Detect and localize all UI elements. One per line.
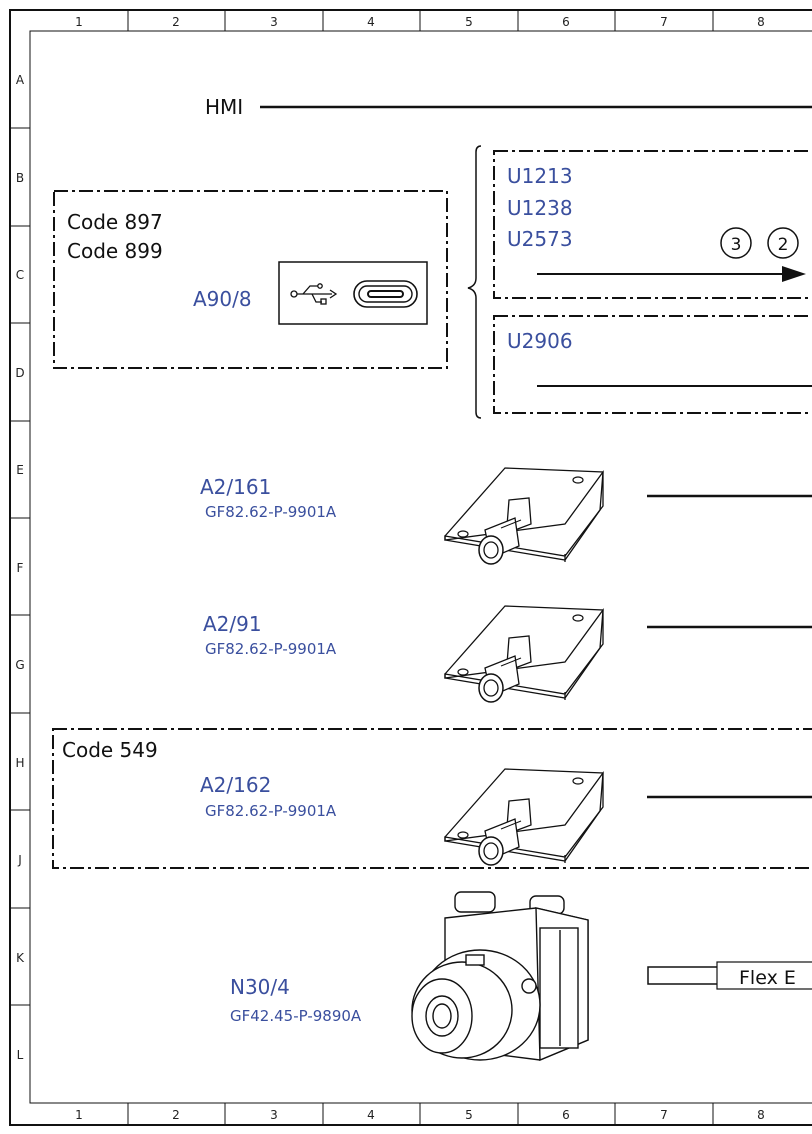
- row-label: A: [16, 73, 25, 87]
- col-label-bottom: 7: [660, 1108, 668, 1122]
- code-label: Code 549: [62, 738, 158, 762]
- drawing-frame: 1 2 3 4 5 6 7 8 1 2 3 4 5 6 7 8 A B C D …: [9, 9, 812, 1126]
- col-label-top: 1: [75, 15, 83, 29]
- row-label: K: [16, 951, 25, 965]
- component-id: A2/161: [200, 475, 271, 499]
- svg-text:3: 3: [731, 235, 742, 255]
- code-549-box: [52, 728, 812, 869]
- code-label: Code 899: [67, 239, 163, 263]
- component-id: A90/8: [193, 287, 252, 311]
- usb-c-port-icon: [353, 280, 418, 308]
- unit-label: U1213: [507, 164, 573, 188]
- arrow-head-icon: [782, 266, 806, 282]
- row-label: G: [15, 658, 24, 672]
- component-ref: GF42.45-P-9890A: [230, 1007, 362, 1025]
- component-id: N30/4: [230, 975, 290, 999]
- usb-module-box: [53, 190, 448, 369]
- row-label: D: [15, 366, 24, 380]
- usb-port-symbol: [278, 261, 428, 325]
- row-label: J: [17, 853, 22, 867]
- board-connector-image: [444, 467, 604, 565]
- col-label-bottom: 2: [172, 1108, 180, 1122]
- row-label: E: [16, 463, 24, 477]
- col-label-bottom: 1: [75, 1108, 83, 1122]
- board-connector-image: [444, 768, 604, 866]
- col-label-top: 3: [270, 15, 278, 29]
- component-ref: GF82.62-P-9901A: [205, 640, 337, 658]
- col-label-top: 2: [172, 15, 180, 29]
- unit-group-box: [493, 315, 812, 414]
- component-id: A2/91: [203, 612, 262, 636]
- unit-label: U2906: [507, 329, 573, 353]
- component-ref: GF82.62-P-9901A: [205, 802, 337, 820]
- usb-symbol-icon: [290, 283, 338, 305]
- marker-circle: 2: [767, 227, 799, 259]
- row-label: B: [16, 171, 24, 185]
- col-label-top: 7: [660, 15, 668, 29]
- flex-cable: Flex E: [647, 961, 812, 990]
- group-brace: [467, 145, 482, 419]
- marker-circle: 3: [720, 227, 752, 259]
- row-label: H: [15, 756, 24, 770]
- col-label-top: 5: [465, 15, 473, 29]
- hmi-label: HMI: [205, 95, 243, 119]
- svg-text:2: 2: [778, 235, 789, 255]
- row-label: F: [17, 561, 24, 575]
- col-label-bottom: 5: [465, 1108, 473, 1122]
- control-unit-image: [411, 891, 589, 1062]
- flex-label: Flex E: [739, 967, 796, 989]
- code-label: Code 897: [67, 210, 163, 234]
- col-label-bottom: 6: [562, 1108, 570, 1122]
- col-label-top: 8: [757, 15, 765, 29]
- component-ref: GF82.62-P-9901A: [205, 503, 337, 521]
- col-label-top: 6: [562, 15, 570, 29]
- unit-label: U1238: [507, 196, 573, 220]
- col-label-bottom: 8: [757, 1108, 765, 1122]
- col-label-top: 4: [367, 15, 375, 29]
- col-label-bottom: 4: [367, 1108, 375, 1122]
- unit-label: U2573: [507, 227, 573, 251]
- unit-group-box: [493, 150, 812, 299]
- board-connector-image: [444, 605, 604, 703]
- row-label: L: [17, 1048, 24, 1062]
- col-label-bottom: 3: [270, 1108, 278, 1122]
- component-id: A2/162: [200, 773, 271, 797]
- row-label: C: [16, 268, 24, 282]
